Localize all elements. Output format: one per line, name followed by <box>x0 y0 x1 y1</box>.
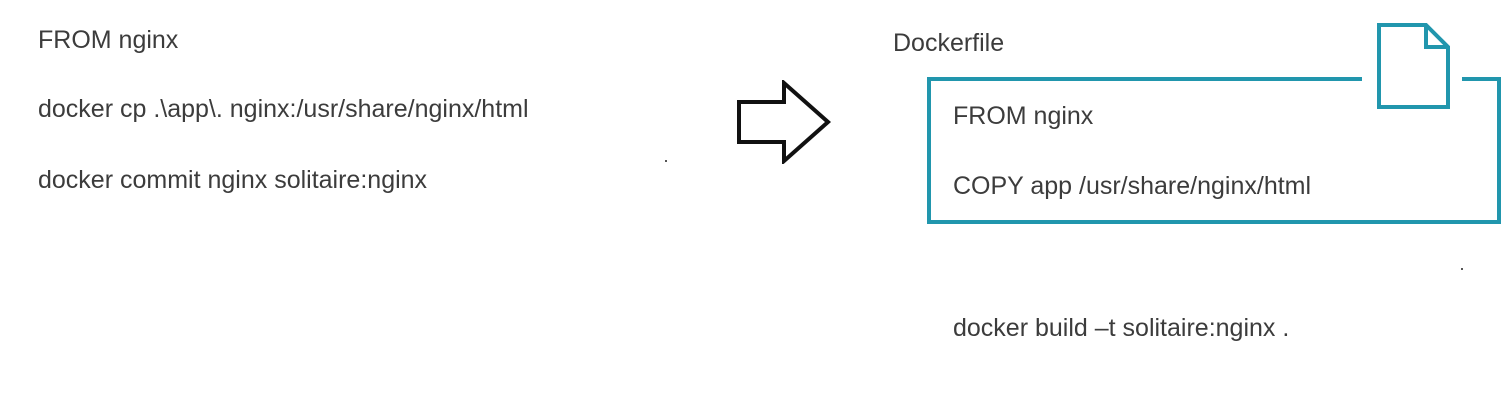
right-arrow-icon <box>736 78 832 169</box>
dockerfile-box <box>927 77 1501 224</box>
speck <box>1461 268 1463 270</box>
docker-cp-line: docker cp .\app\. nginx:/usr/share/nginx… <box>38 95 529 123</box>
from-nginx-line: FROM nginx <box>38 26 179 54</box>
dockerfile-from-line: FROM nginx <box>953 102 1094 130</box>
docker-commit-line: docker commit nginx solitaire:nginx <box>38 166 428 194</box>
document-icon <box>1377 23 1450 109</box>
docker-build-line: docker build –t solitaire:nginx . <box>953 314 1290 342</box>
dockerfile-label: Dockerfile <box>893 29 1005 57</box>
document-icon-container <box>1362 14 1462 114</box>
speck <box>665 160 667 162</box>
dockerfile-copy-line: COPY app /usr/share/nginx/html <box>953 172 1312 200</box>
